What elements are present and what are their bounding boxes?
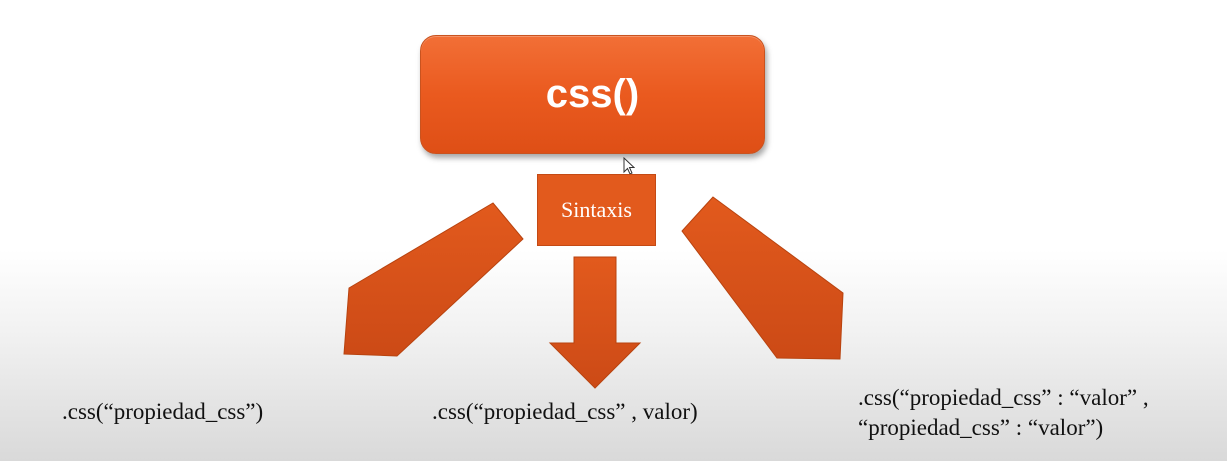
mouse-cursor-icon [623,156,636,180]
syntax-label-pair-text: .css(“propiedad_css” , valor) [432,399,698,424]
syntax-label-object-line2: “propiedad_css” : “valor”) [858,415,1104,440]
arrow-down-icon [548,256,642,389]
syntax-label-pair: .css(“propiedad_css” , valor) [432,399,698,425]
syntax-label-single: .css(“propiedad_css”) [62,399,263,425]
syntax-label-object-line1: .css(“propiedad_css” : “valor” , [858,385,1149,410]
sintaxis-text: Sintaxis [561,197,632,222]
arrow-down-right-icon [681,196,844,360]
arrow-down-left-icon [343,202,524,357]
syntax-label-object: .css(“propiedad_css” : “valor” , “propie… [858,383,1149,443]
syntax-label-single-text: .css(“propiedad_css”) [62,399,264,424]
sintaxis-box: Sintaxis [537,174,656,246]
title-box: css() [420,35,765,154]
title-text: css() [545,72,640,116]
